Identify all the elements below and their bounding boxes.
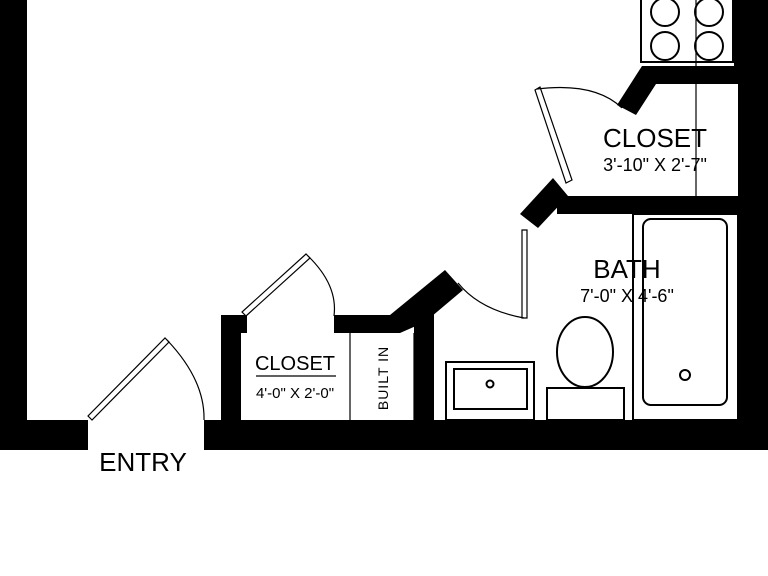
door-arc <box>457 282 525 319</box>
stove-burner-icon <box>650 0 680 27</box>
bathtub-icon <box>632 213 739 421</box>
door-swing-entry <box>87 337 205 421</box>
wall-right-lower <box>738 214 768 450</box>
door-leaf <box>534 86 573 184</box>
door-swing-closet-lower <box>241 253 336 317</box>
door-leaf <box>87 337 170 421</box>
door-arc <box>166 339 205 421</box>
toilet-tank <box>546 387 625 421</box>
wall-bath-left <box>414 300 434 430</box>
stove-burner-icon <box>694 31 724 61</box>
door-leaf <box>521 229 528 319</box>
wall-bottom-right <box>204 420 768 450</box>
sink-icon <box>445 361 535 421</box>
wall-bath-top <box>557 196 768 214</box>
stove-burner-icon <box>694 0 724 27</box>
wall-closet-left <box>221 315 241 430</box>
wall-closet-upper-top <box>617 66 768 115</box>
wall-bottom-left <box>0 420 88 450</box>
door-arc <box>307 255 336 317</box>
toilet-bowl <box>556 316 614 388</box>
wall-kitchen-stub <box>734 0 768 70</box>
toilet-icon <box>546 316 625 421</box>
door-swing-closet-upper <box>534 86 623 184</box>
door-swing-bath <box>457 229 528 319</box>
door-arc <box>536 86 623 109</box>
stove-outline <box>640 0 734 63</box>
stove <box>640 0 734 63</box>
closet-upper-name: CLOSET <box>603 123 707 153</box>
built-in-label: BUILT IN <box>375 346 391 410</box>
entry-label: ENTRY <box>99 447 187 477</box>
wall-diagonal-closet <box>520 178 568 228</box>
closet-lower-size: 4'-0" X 2'-0" <box>256 385 334 402</box>
wall-left <box>0 0 27 450</box>
walls <box>0 0 768 450</box>
wall-closet-top <box>334 315 400 333</box>
door-leaf <box>241 253 311 317</box>
sink-drain <box>485 379 495 389</box>
bathtub-inner <box>642 218 728 406</box>
bathtub-drain <box>679 369 691 381</box>
closet-lower-name: CLOSET <box>255 353 335 375</box>
sink-basin <box>453 368 528 410</box>
bath-name: BATH <box>593 254 660 284</box>
closet-upper-size: 3'-10" X 2'-7" <box>603 155 707 175</box>
bath-size: 7'-0" X 4'-6" <box>580 286 674 306</box>
stove-burner-icon <box>650 31 680 61</box>
wall-closet-left-top <box>221 315 247 333</box>
